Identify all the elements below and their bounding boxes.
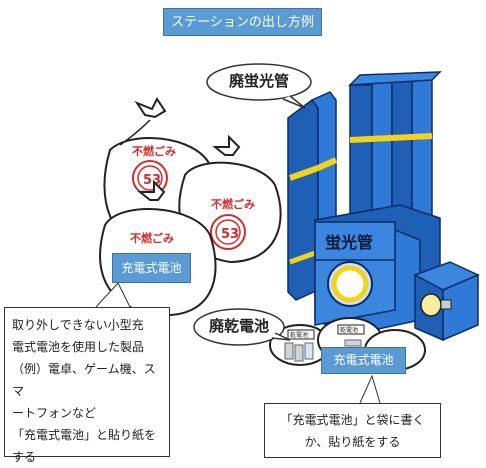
bag-label: 不燃ごみ [130,231,174,245]
rechargeable-battery-label: 充電式電池 [112,253,191,283]
battery-bubble-label: 廃乾電池 [208,317,269,335]
callout-line: 「充電式電池」と袋に書く [280,413,425,427]
rechargeable-battery-label: 充電式電池 [321,347,406,374]
callout-line: か、貼り紙をする [304,435,401,449]
battery-bag-tag: 乾電池 [290,331,308,339]
battery-icon [344,339,362,347]
battery-bag-tag: 乾電池 [340,326,358,334]
callout-left: 取り外しできない小型充 電式電池を使用した製品 （例）電卓、ゲーム機、スマ ート… [4,307,170,464]
lightbulb-icon [420,293,442,317]
lightbulb-box [413,261,480,342]
page-title: ステーションの出し方例 [163,8,322,36]
callout-line: （例）電卓、ゲーム機、スマ [12,362,156,398]
callout-right: 「充電式電池」と袋に書く か、貼り紙をする [264,403,441,458]
battery-icon [294,344,304,362]
fluorescent-bubble-label: 廃蛍光管 [228,72,289,90]
bag-label: 不燃ごみ [132,144,176,158]
fluorescent-speech-bubble [206,63,312,109]
callout-line: 「充電式電池」と貼り紙を [12,428,157,442]
callout-line: ートフォンなど [12,406,97,420]
bag-label: 不燃ごみ [211,197,255,211]
battery-icon [284,342,294,360]
battery-icon [304,342,314,360]
box-label: 蛍光管 [325,233,373,252]
callout-line: 電式電池を使用した製品 [12,340,145,354]
fluorescent-box-stack: 蛍光管 [314,204,441,336]
callout-line: 取り外しできない小型充 [12,318,144,332]
battery-speech-bubble [193,308,291,346]
callout-line: する [12,450,37,464]
bag-emblem: 53 [221,227,239,242]
